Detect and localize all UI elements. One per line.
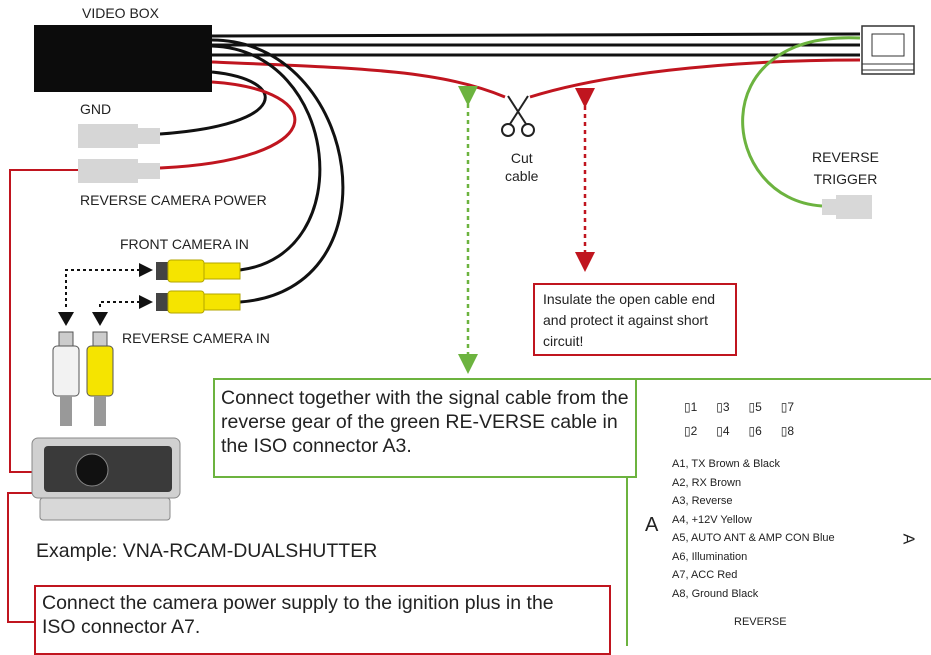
- assignment-a4: A4, +12V Yellow: [672, 513, 752, 526]
- iso-letter: A: [645, 514, 659, 536]
- video-box: [34, 25, 212, 92]
- iso-assignments: A1, TX Brown & Black A2, RX Brown A3, Re…: [672, 458, 872, 606]
- iso-panel: [626, 378, 931, 646]
- connect-signal-note: Connect together with the signal cable f…: [221, 387, 629, 457]
- reverse-camera-power-label: REVERSE CAMERA POWER: [80, 192, 267, 208]
- pin-8: ▯8: [780, 424, 794, 438]
- reverse-trigger-plug: [822, 195, 872, 219]
- pin-3: ▯3: [716, 400, 730, 414]
- iso-reverse-tag: REVERSE: [734, 616, 787, 628]
- front-camera-in-label: FRONT CAMERA IN: [120, 236, 249, 252]
- iso-pins: ▯1 ▯3 ▯5 ▯7 ▯2 ▯4 ▯6 ▯8: [684, 400, 794, 438]
- iso-harness-connector: [861, 25, 915, 75]
- camera-white-plug: [52, 331, 80, 426]
- gnd-plug: [78, 124, 160, 148]
- pin-4: ▯4: [716, 424, 730, 438]
- camera-power-line: [9, 169, 78, 473]
- pin-7: ▯7: [780, 400, 794, 414]
- camera-power-note-box: Connect the camera power supply to the i…: [34, 585, 611, 655]
- connect-signal-note-box: Connect together with the signal cable f…: [213, 378, 637, 478]
- pin-1: ▯1: [684, 400, 698, 414]
- pin-5: ▯5: [748, 400, 762, 414]
- insulate-note-box: Insulate the open cable end and protect …: [533, 283, 737, 356]
- reverse-camera-rca: [156, 290, 241, 314]
- assignment-a1: A1, TX Brown & Black: [672, 458, 781, 470]
- assignment-a6: A6, Illumination: [672, 550, 748, 563]
- power-plug: [78, 159, 160, 183]
- harness-wires: [211, 32, 861, 99]
- assignment-a5: A5, AUTO ANT & AMP CON Blue: [672, 532, 835, 544]
- reverse-camera-in-label: REVERSE CAMERA IN: [122, 330, 270, 346]
- pin-2: ▯2: [684, 424, 698, 438]
- gnd-label: GND: [80, 101, 112, 117]
- reverse-trigger-wire: [741, 36, 861, 208]
- dual-shutter-camera: [31, 437, 181, 521]
- camera-link-arrows: [65, 269, 140, 310]
- video-box-label: VIDEO BOX: [82, 5, 160, 21]
- reverse-trigger-label: REVERSE TRIGGER: [812, 149, 879, 187]
- front-camera-rca: [156, 259, 241, 283]
- insulate-note: Insulate the open cable end and protect …: [543, 291, 716, 349]
- assignment-a3: A3, Reverse: [672, 495, 733, 507]
- assignment-a7: A7, ACC Red: [672, 569, 738, 581]
- iso-plug-letter: A: [899, 533, 917, 545]
- camera-yellow-plug: [86, 331, 114, 426]
- scissors-icon: [501, 95, 535, 137]
- pin-6: ▯6: [748, 424, 762, 438]
- camera-power-note: Connect the camera power supply to the i…: [42, 592, 554, 638]
- example-label: Example: VNA-RCAM-DUALSHUTTER: [36, 540, 378, 562]
- cut-cable-label: Cut cable: [505, 150, 539, 184]
- ignition-line: [7, 492, 38, 623]
- assignment-a8: A8, Ground Black: [672, 587, 759, 600]
- branch-wires: [159, 38, 345, 304]
- assignment-a2: A2, RX Brown: [672, 476, 742, 489]
